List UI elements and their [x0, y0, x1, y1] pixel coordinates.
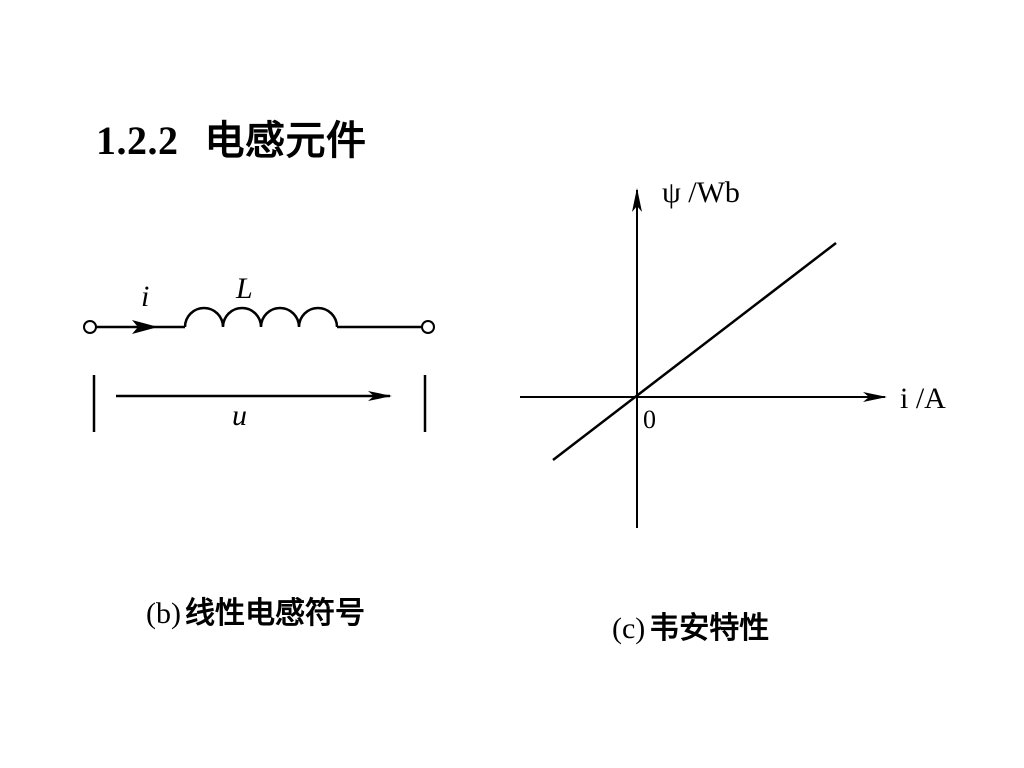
caption-c-text: 韦安特性	[649, 612, 770, 645]
section-heading: 电感元件	[204, 118, 367, 163]
y-axis-label: ψ /Wb	[662, 176, 740, 209]
caption-inductor-symbol: (b)线性电感符号	[146, 588, 365, 632]
x-axis-label: i /A	[900, 382, 946, 415]
inductor-coil	[183, 306, 339, 328]
origin-label: 0	[643, 405, 656, 434]
current-arrow	[132, 320, 158, 334]
inductor-symbol: i L u	[83, 272, 435, 432]
right-terminal	[421, 320, 435, 334]
caption-c-prefix: (c)	[612, 612, 646, 645]
voltage-label: u	[232, 399, 247, 432]
section-number: 1.2.2	[96, 118, 179, 163]
left-terminal	[83, 320, 97, 334]
inductance-label: L	[235, 272, 253, 305]
caption-b-prefix: (b)	[146, 597, 181, 630]
current-label: i	[141, 280, 149, 313]
page-title: 1.2.2 电感元件	[96, 108, 367, 166]
characteristic-line	[552, 242, 837, 461]
caption-weber-ampere: (c)韦安特性	[612, 603, 769, 647]
caption-b-text: 线性电感符号	[184, 597, 365, 630]
weber-ampere-chart: ψ /Wb i /A 0	[520, 176, 946, 528]
